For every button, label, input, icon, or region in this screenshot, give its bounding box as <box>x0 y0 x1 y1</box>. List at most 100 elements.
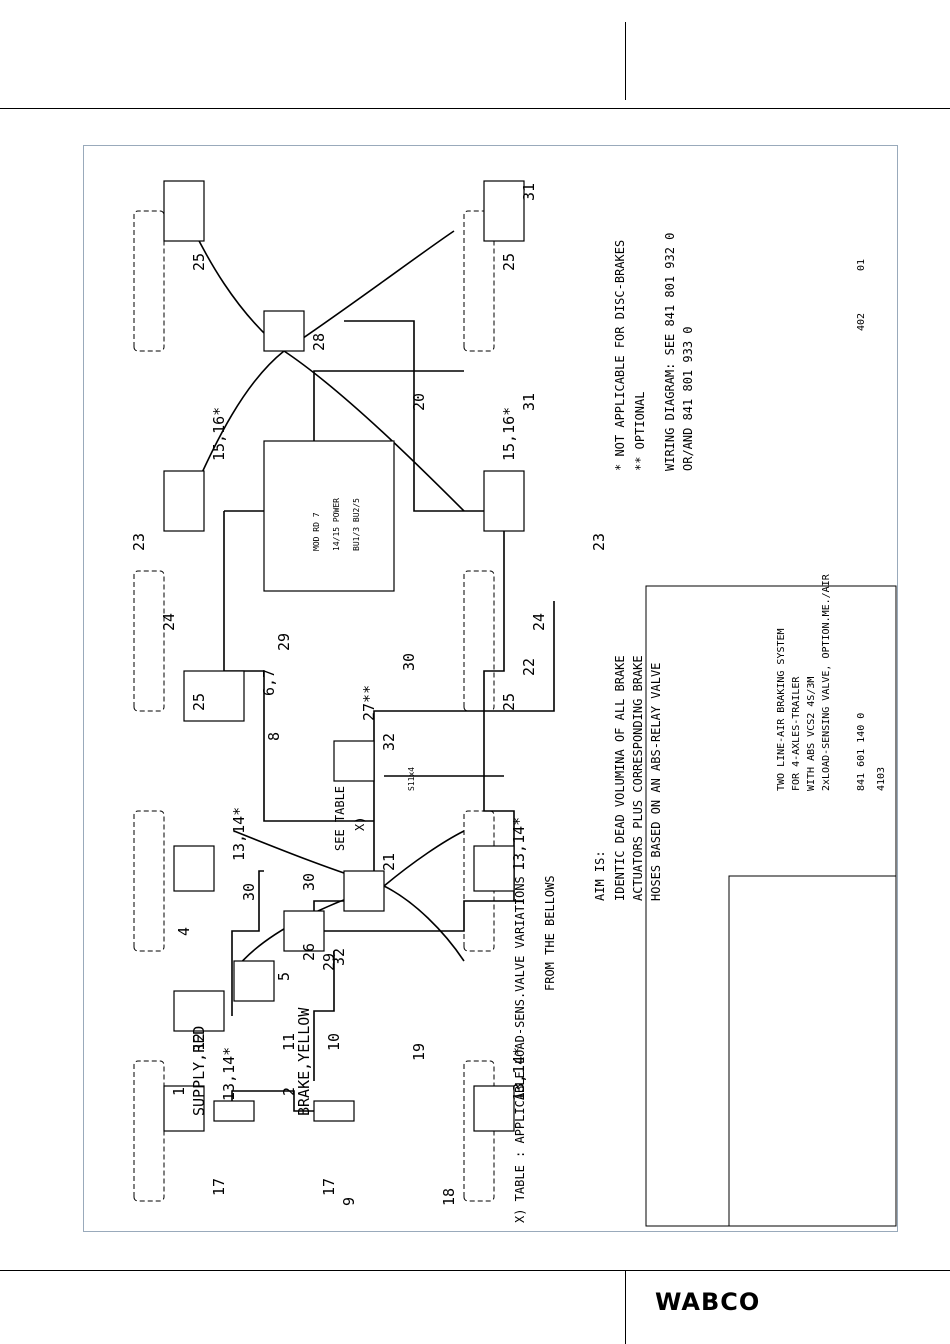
hose <box>383 830 465 887</box>
hose <box>283 350 465 512</box>
label-18: 18 <box>440 1188 458 1206</box>
tristop-actuator <box>163 180 205 242</box>
brake-chamber <box>163 1085 205 1132</box>
label-23a: 23 <box>590 533 608 551</box>
wheel-outline <box>133 810 165 952</box>
wheel-outline <box>133 1060 165 1202</box>
hose <box>383 885 465 962</box>
ecu-power: 14/15 POWER <box>332 498 341 551</box>
label-30c: 30 <box>400 653 418 671</box>
abs-relay-valve <box>343 870 385 912</box>
label-4: 4 <box>175 927 193 936</box>
label-brake: BRAKE,YELLOW <box>295 1007 313 1116</box>
drawing-sheet: 1 SUPPLY,RED 2 BRAKE,YELLOW 4 5 6,7 8 9 … <box>83 145 898 1232</box>
header-divider <box>625 22 626 100</box>
brake-schematic: 1 SUPPLY,RED 2 BRAKE,YELLOW 4 5 6,7 8 9 … <box>130 180 897 1227</box>
label-13-14b: 13,14* <box>510 817 528 871</box>
label-11: 11 <box>280 1033 298 1051</box>
wiring-2: OR/AND 841 801 933 0 <box>681 327 695 472</box>
pipe <box>231 1090 314 1112</box>
pipe <box>223 511 374 822</box>
pipe <box>344 320 415 371</box>
wheel-outline <box>133 570 165 712</box>
label-30b: 30 <box>240 883 258 901</box>
double-release-valve <box>173 990 225 1032</box>
label-supply: SUPPLY,RED <box>190 1026 208 1116</box>
coupling-head-supply <box>213 1100 255 1122</box>
tristop-actuator <box>483 470 525 532</box>
label-26: 26 <box>300 943 318 961</box>
label-25a: 25 <box>190 693 208 711</box>
air-reservoir <box>183 670 245 722</box>
aim-line-2: ACTUATORS PLUS CORRESPONDING BRAKE <box>631 655 645 901</box>
aim-title: AIM IS: <box>593 850 607 901</box>
label-13-14a: 13,14* <box>230 807 248 861</box>
label-19: 19 <box>410 1043 428 1061</box>
overload-relay-valve <box>263 310 305 352</box>
label-9: 9 <box>340 1197 358 1206</box>
label-25c: 25 <box>190 253 208 271</box>
aim-line-1: IDENTIC DEAD VOLUMINA OF ALL BRAKE <box>613 655 627 901</box>
label-20: 20 <box>410 393 428 411</box>
label-10: 10 <box>325 1033 343 1051</box>
ecu-vcs2-modulator <box>263 440 395 592</box>
footer-logo: WABCO <box>655 1288 761 1316</box>
pipe <box>313 951 335 1081</box>
label-15-16a: 15,16* <box>500 407 518 461</box>
label-24b: 24 <box>530 613 548 631</box>
x-mark: X) <box>353 817 367 831</box>
xtable-title: X) TABLE : APPLICABLE LOAD-SENS.VALVE VA… <box>513 876 527 1223</box>
trailer-brake-valve <box>233 960 275 1002</box>
pipe <box>314 900 524 932</box>
aim-line-3: HOSES BASED ON AN ABS-RELAY VALVE <box>649 663 663 901</box>
title-2: FOR 4-AXLES-TRAILER <box>791 676 802 791</box>
label-22: 22 <box>520 658 538 676</box>
revision-frame <box>728 875 897 1227</box>
wheel-outline <box>463 210 495 352</box>
label-32a: 32 <box>330 948 348 966</box>
note-2: ** OPTIONAL <box>633 392 647 471</box>
s11x4-label: S11x4 <box>407 767 416 791</box>
label-30a: 30 <box>300 873 318 891</box>
parts-list-frame <box>645 585 897 1227</box>
label-28: 28 <box>310 333 328 351</box>
label-32b: 32 <box>380 733 398 751</box>
label-31a: 31 <box>520 183 538 201</box>
code-val: 4103 <box>876 767 887 791</box>
label-13-14c: 13,14* <box>510 1047 528 1101</box>
adaptor-valve <box>283 910 325 952</box>
wheel-outline <box>463 570 495 712</box>
label-21: 21 <box>380 853 398 871</box>
tristop-actuator <box>163 470 205 532</box>
label-13-14d: 13,14* <box>220 1047 238 1101</box>
label-1: 1 <box>170 1087 188 1096</box>
label-8: 8 <box>265 732 283 741</box>
header-rule <box>0 108 950 109</box>
wheel-outline <box>133 210 165 352</box>
label-17b: 17 <box>320 1178 338 1196</box>
label-23b: 23 <box>130 533 148 551</box>
pipe <box>413 371 515 901</box>
label-6-7: 6,7 <box>260 669 278 696</box>
wiring-1: WIRING DIAGRAM: SEE 841 801 932 0 <box>663 233 677 471</box>
label-12: 12 <box>190 1033 208 1051</box>
pipe <box>231 870 264 1016</box>
label-25b: 25 <box>500 693 518 711</box>
title-4: 2xLOAD-SENSING VALVE, OPTION.ME./AIR <box>821 573 832 791</box>
tristop-actuator <box>483 180 525 242</box>
footer-rule <box>0 1270 950 1271</box>
ecu-text: MOD RD 7 <box>312 512 321 551</box>
label-24a: 24 <box>160 613 178 631</box>
hose <box>283 230 455 352</box>
brake-chamber <box>473 1085 515 1132</box>
ecu-cab: BU1/3 BU2/5 <box>352 498 361 551</box>
label-29a: 29 <box>275 633 293 651</box>
pipe <box>313 601 555 931</box>
label-29b: 29 <box>320 953 338 971</box>
sheet-val: 01 <box>856 259 867 271</box>
label-2: 2 <box>280 1087 298 1096</box>
label-27: 27** <box>360 685 378 721</box>
label-15-16b: 15,16* <box>210 407 228 461</box>
note-1: * NOT APPLICABLE FOR DISC-BRAKES <box>613 240 627 471</box>
label-31b: 31 <box>520 393 538 411</box>
